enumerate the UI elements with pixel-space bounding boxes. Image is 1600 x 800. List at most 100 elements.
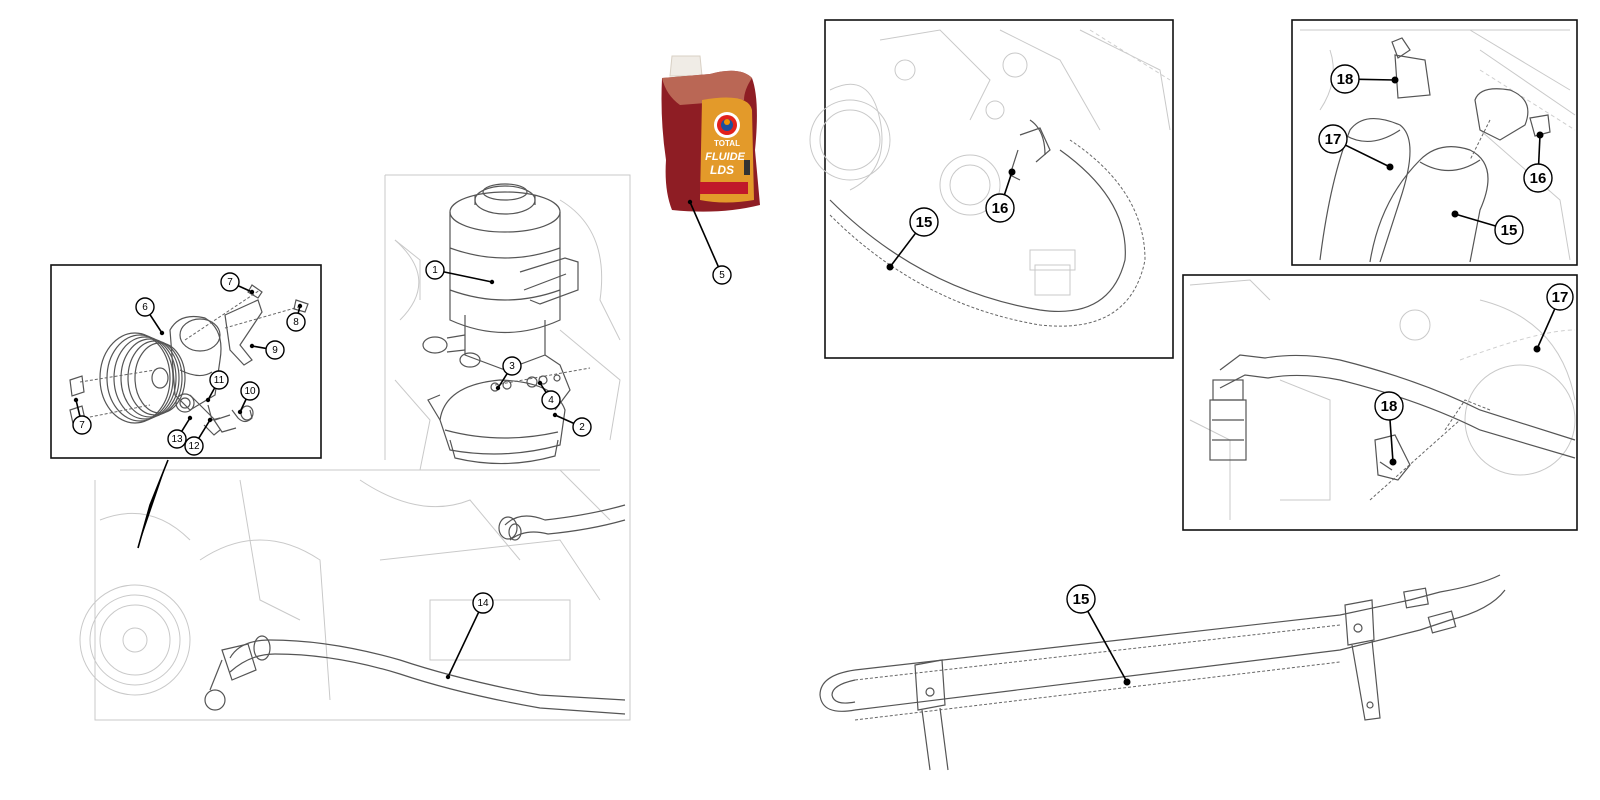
callout-number: 11	[214, 375, 225, 386]
leader-line	[1454, 213, 1496, 227]
reservoir	[422, 183, 579, 371]
callout-circle	[1374, 391, 1404, 421]
leader-dot	[1389, 458, 1397, 466]
callout-circle	[184, 436, 204, 456]
callout-number: 9	[272, 345, 278, 356]
leader-dot	[1386, 163, 1394, 171]
leader-line	[1345, 144, 1391, 168]
callout-circle	[572, 417, 592, 437]
return-hose-stub	[498, 504, 626, 541]
callout-c2: 2	[552, 412, 592, 437]
callout-c7b: 7	[72, 397, 92, 435]
bottle-product-line1: FLUIDE	[705, 151, 745, 163]
callout-circle	[135, 297, 155, 317]
callout-circle	[502, 356, 522, 376]
leader-dot	[537, 380, 543, 386]
callout-c7a: 7	[220, 272, 255, 295]
callout-circle	[220, 272, 240, 292]
leader-dot	[886, 263, 894, 271]
callout-circle	[425, 260, 445, 280]
leader-line	[1003, 171, 1013, 195]
callout-number: 5	[719, 270, 725, 281]
callout-number: 7	[79, 420, 85, 431]
leader-line	[497, 373, 508, 389]
engine-background	[79, 174, 631, 721]
hose-15-assembly	[819, 574, 1506, 771]
bottle-brand: TOTAL	[714, 139, 740, 148]
fluid-bottle: TOTAL FLUIDE LDS	[661, 55, 760, 212]
callout-number: 15	[1501, 222, 1518, 239]
callout-c13: 13	[167, 415, 193, 449]
callout-number: 16	[992, 200, 1009, 217]
callout-circle	[712, 265, 732, 285]
leader-line	[1087, 610, 1128, 683]
callout-circle	[1546, 283, 1574, 311]
leader-dot	[687, 199, 693, 205]
leader-line	[1358, 78, 1396, 81]
callout-number: 2	[579, 422, 585, 433]
callout-c12: 12	[184, 417, 213, 456]
callout-number: 18	[1337, 71, 1354, 88]
callout-circle	[209, 370, 229, 390]
callout-number: 4	[548, 395, 554, 406]
leader-dot	[249, 289, 255, 295]
leader-line	[207, 387, 216, 401]
leader-line	[689, 201, 720, 268]
leader-dot	[207, 417, 213, 423]
callout-circle	[1318, 124, 1348, 154]
callout-number: 10	[244, 386, 256, 397]
callout-circle	[909, 207, 939, 237]
leader-line	[1537, 134, 1541, 165]
callout-circle	[541, 390, 561, 410]
callout-number: 16	[1530, 170, 1547, 187]
callout-number: 3	[509, 361, 515, 372]
callout-circle	[1494, 215, 1524, 245]
callout-c10: 10	[237, 381, 260, 415]
leader-line	[181, 417, 191, 432]
leader-dot	[1123, 678, 1131, 686]
callout-number: 15	[916, 214, 933, 231]
callout-number: 7	[227, 277, 233, 288]
callout-number: 17	[1325, 131, 1342, 148]
callout-c18b: 18	[1374, 391, 1404, 466]
leader-dot	[1391, 76, 1399, 84]
callout-circle	[472, 592, 494, 614]
leader-line	[1536, 308, 1556, 350]
callout-c16b: 16	[1523, 131, 1553, 193]
callout-circle	[1330, 64, 1360, 94]
callout-circle	[72, 415, 92, 435]
callout-number: 12	[188, 441, 200, 452]
callout-circle	[1066, 584, 1096, 614]
leader-line	[198, 419, 211, 439]
callout-circle	[985, 193, 1015, 223]
leader-dot	[187, 415, 193, 421]
callout-number: 13	[171, 434, 183, 445]
callout-number: 14	[477, 598, 489, 609]
leader-line	[447, 611, 480, 678]
callout-c6: 6	[135, 297, 165, 336]
callout-c15c: 15	[1066, 584, 1131, 686]
inset-hose-15-clip-16	[809, 19, 1174, 359]
callout-circle	[167, 429, 187, 449]
hose-14	[204, 635, 626, 715]
leader-dot	[237, 409, 243, 415]
leader-dot	[552, 412, 558, 418]
callout-c4: 4	[537, 380, 561, 410]
leader-dot	[249, 343, 255, 349]
callout-c3: 3	[495, 356, 522, 391]
leader-line	[251, 345, 267, 350]
leader-dot	[205, 397, 211, 403]
leader-dot	[489, 279, 495, 285]
callout-number: 8	[293, 317, 299, 328]
leader-line	[889, 232, 917, 268]
bottle-product-line2: LDS	[710, 163, 734, 177]
callout-c15b: 15	[1451, 210, 1524, 245]
leader-dot	[1533, 345, 1541, 353]
callout-c14: 14	[445, 592, 494, 680]
leader-dot	[297, 303, 303, 309]
leader-dot	[495, 385, 501, 391]
callout-circle	[286, 312, 306, 332]
callout-c5: 5	[687, 199, 732, 285]
leader-line	[75, 399, 81, 417]
